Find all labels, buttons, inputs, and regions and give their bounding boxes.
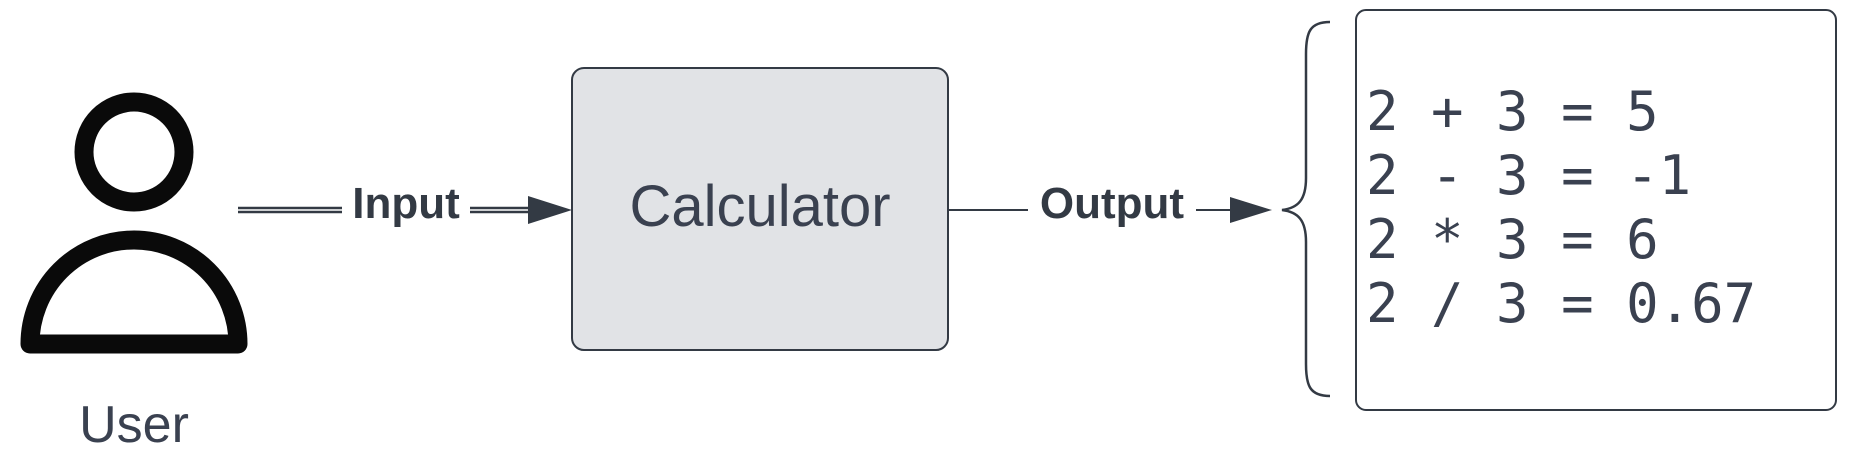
output-panel <box>1355 9 1837 411</box>
input-edge <box>238 196 572 224</box>
curly-brace <box>1281 20 1331 398</box>
calculator-label: Calculator <box>629 174 890 239</box>
input-label: Input <box>352 179 460 228</box>
output-line: 2 - 3 = -1 <box>1366 144 1691 207</box>
person-icon <box>20 92 248 354</box>
output-edge <box>948 197 1272 223</box>
input-arrowhead <box>528 196 572 224</box>
output-line: 2 * 3 = 6 <box>1366 208 1659 271</box>
output-line: 2 / 3 = 0.67 <box>1366 272 1756 335</box>
output-arrowhead <box>1230 197 1272 223</box>
output-line: 2 + 3 = 5 <box>1366 80 1659 143</box>
user-label: User <box>79 396 189 454</box>
output-lines: 2 + 3 = 5 2 - 3 = -1 2 * 3 = 6 2 / 3 = 0… <box>1366 80 1756 335</box>
output-label: Output <box>1040 179 1185 228</box>
